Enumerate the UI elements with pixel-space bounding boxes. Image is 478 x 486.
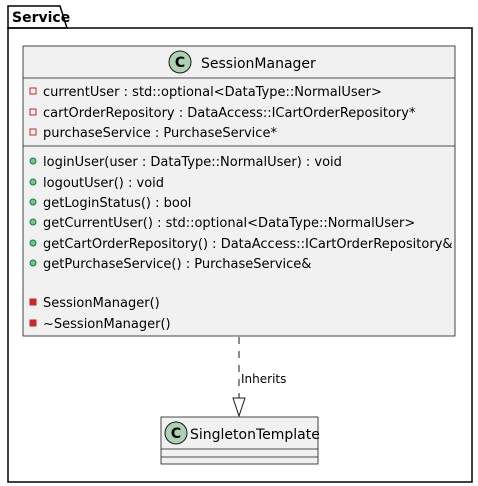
method-row: SessionManager() xyxy=(29,296,160,311)
method-row: loginUser(user : DataType::NormalUser) :… xyxy=(29,155,342,170)
public-visibility-icon xyxy=(29,178,37,186)
method-row: getPurchaseService() : PurchaseService& xyxy=(29,257,311,272)
attribute-list: currentUser : std::optional<DataType::No… xyxy=(29,85,416,141)
inheritance-relation: Inherits xyxy=(232,337,286,418)
attribute-text: cartOrderRepository : DataAccess::ICartO… xyxy=(43,106,416,121)
package-title: Service xyxy=(12,10,70,26)
public-visibility-icon xyxy=(29,239,37,247)
class-session-manager[interactable]: C SessionManager currentUser : std::opti… xyxy=(22,45,456,337)
attribute-row: purchaseService : PurchaseService* xyxy=(29,126,277,141)
class-singleton-template[interactable]: C SingletonTemplate xyxy=(160,416,320,465)
private-visibility-icon xyxy=(29,298,37,306)
class-box xyxy=(160,416,319,465)
attribute-row: currentUser : std::optional<DataType::No… xyxy=(29,85,382,100)
private-method-list: SessionManager() ~SessionManager() xyxy=(29,296,171,332)
private-visibility-icon xyxy=(29,319,37,327)
method-list: loginUser(user : DataType::NormalUser) :… xyxy=(29,155,453,272)
method-text: getPurchaseService() : PurchaseService& xyxy=(43,257,311,272)
method-row: getCartOrderRepository() : DataAccess::I… xyxy=(29,237,453,252)
method-row: logoutUser() : void xyxy=(29,176,164,191)
attribute-row: cartOrderRepository : DataAccess::ICartO… xyxy=(29,106,416,121)
class-stereotype-icon xyxy=(164,421,188,445)
package-service: Service xyxy=(7,5,473,483)
attribute-text: currentUser : std::optional<DataType::No… xyxy=(43,85,382,100)
method-text: ~SessionManager() xyxy=(43,317,171,332)
private-visibility-icon xyxy=(29,128,37,136)
attribute-text: purchaseService : PurchaseService* xyxy=(43,126,277,141)
method-text: getCartOrderRepository() : DataAccess::I… xyxy=(43,237,453,252)
method-text: getLoginStatus() : bool xyxy=(43,196,191,211)
class-stereotype-letter: C xyxy=(175,55,185,71)
inheritance-arrowhead xyxy=(232,397,246,418)
method-text: logoutUser() : void xyxy=(43,176,164,191)
method-row: getCurrentUser() : std::optional<DataTyp… xyxy=(29,216,415,231)
method-text: getCurrentUser() : std::optional<DataTyp… xyxy=(43,216,415,231)
class-header: C SessionManager xyxy=(168,50,316,74)
private-visibility-icon xyxy=(29,108,37,116)
class-name: SingletonTemplate xyxy=(190,427,320,443)
public-visibility-icon xyxy=(29,198,37,206)
method-row: ~SessionManager() xyxy=(29,317,171,332)
class-name: SessionManager xyxy=(201,56,316,72)
package-frame xyxy=(7,27,473,483)
public-visibility-icon xyxy=(29,157,37,165)
method-text: SessionManager() xyxy=(43,296,160,311)
class-stereotype-icon xyxy=(168,50,192,74)
public-visibility-icon xyxy=(29,218,37,226)
private-visibility-icon xyxy=(29,87,37,95)
method-row: getLoginStatus() : bool xyxy=(29,196,191,211)
relation-label: Inherits xyxy=(241,372,286,386)
method-text: loginUser(user : DataType::NormalUser) :… xyxy=(43,155,342,170)
class-box xyxy=(22,45,456,337)
public-visibility-icon xyxy=(29,259,37,267)
class-stereotype-letter: C xyxy=(171,426,181,442)
